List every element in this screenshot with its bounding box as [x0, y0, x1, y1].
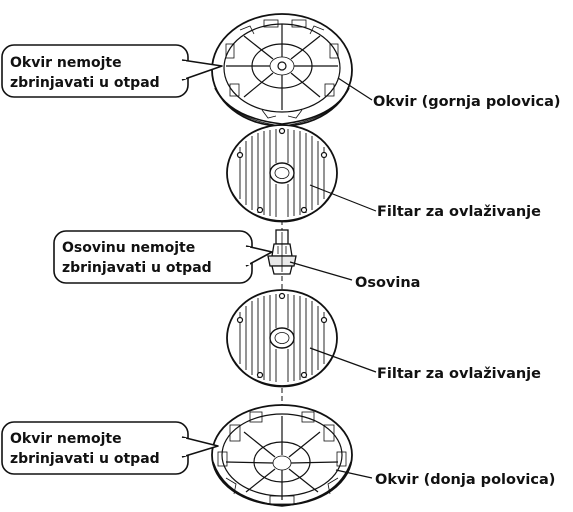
leader-frame-bottom — [335, 469, 373, 479]
callout-bottom-frame: Okvir nemojte zbrinjavati u otpad — [1, 421, 219, 475]
callout-top-frame-line2: zbrinjavati u otpad — [10, 75, 160, 91]
callout-top-frame: Okvir nemojte zbrinjavati u otpad — [1, 44, 223, 98]
filter-upper-part — [226, 124, 338, 223]
label-frame-bottom: Okvir (donja polovica) — [375, 472, 555, 488]
callout-shaft-line2: zbrinjavati u otpad — [62, 260, 212, 276]
leader-shaft — [289, 261, 353, 281]
label-shaft: Osovina — [355, 275, 420, 291]
label-filter-upper: Filtar za ovlaživanje — [377, 204, 541, 220]
callout-top-frame-line1: Okvir nemojte — [10, 55, 122, 71]
leader-filter-upper — [309, 184, 377, 212]
leader-filter-lower — [309, 347, 377, 373]
label-frame-top: Okvir (gornja polovica) — [373, 94, 561, 110]
callout-shaft-line1: Osovinu nemojte — [62, 240, 195, 256]
callout-bottom-frame-line2: zbrinjavati u otpad — [10, 451, 160, 467]
frame-top-half-part — [211, 13, 353, 127]
label-filter-lower: Filtar za ovlaživanje — [377, 366, 541, 382]
filter-lower-part — [226, 289, 338, 388]
shaft-part — [267, 229, 297, 275]
leader-frame-top — [337, 77, 373, 101]
frame-bottom-half-part — [211, 404, 353, 507]
callout-bottom-frame-line1: Okvir nemojte — [10, 431, 122, 447]
callout-shaft: Osovinu nemojte zbrinjavati u otpad — [53, 230, 273, 284]
